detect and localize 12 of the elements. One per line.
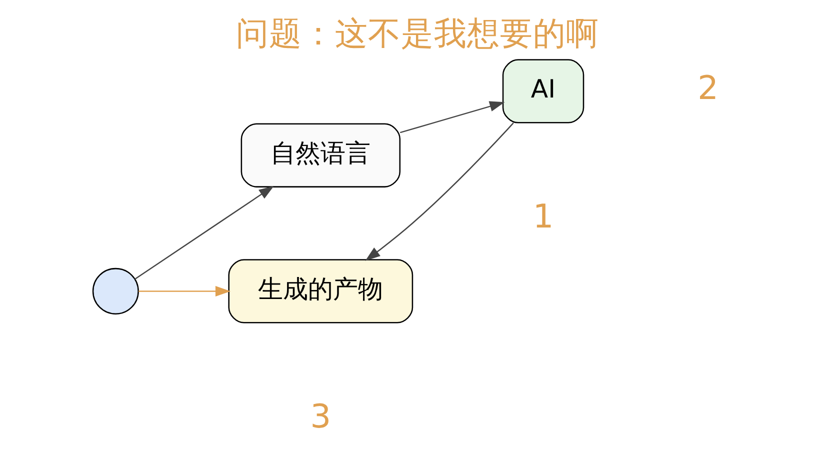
label: 1 [532, 197, 554, 236]
label: 2 [697, 69, 718, 108]
node-box: AI [502, 59, 584, 124]
node-person [92, 268, 138, 314]
label: 3 [310, 397, 331, 436]
node-box: 生成的产物 [228, 259, 413, 324]
node-box: 自然语言 [240, 123, 400, 188]
arrow [138, 286, 230, 296]
arrow [399, 101, 504, 134]
arrow [364, 122, 514, 261]
diagram-title: 问题：这不是我想要的啊 [236, 14, 598, 52]
arrow [134, 186, 274, 280]
